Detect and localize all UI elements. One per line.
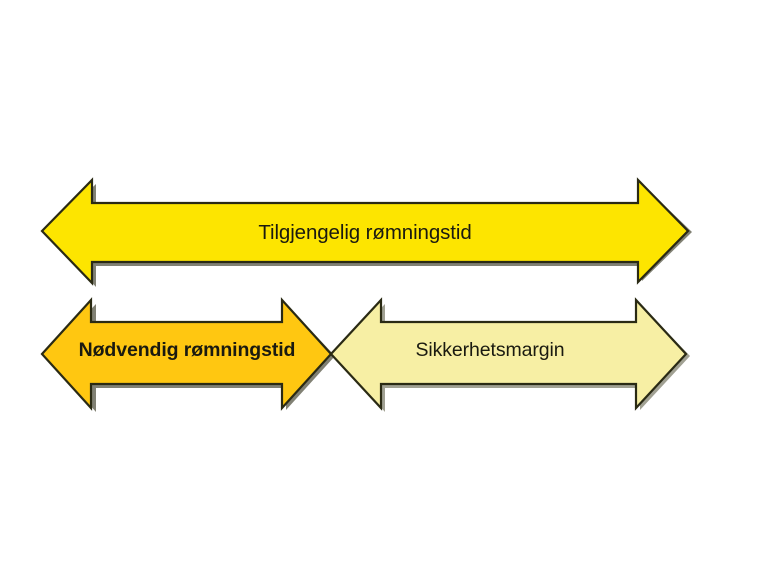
arrow-available-time-body[interactable] [40,177,690,286]
arrow-available-time[interactable] [40,177,692,287]
arrow-safety-margin-body[interactable] [329,297,688,411]
arrow-safety-margin[interactable] [329,297,690,412]
arrow-required-time-body[interactable] [40,297,333,411]
arrow-required-time[interactable] [40,297,335,412]
